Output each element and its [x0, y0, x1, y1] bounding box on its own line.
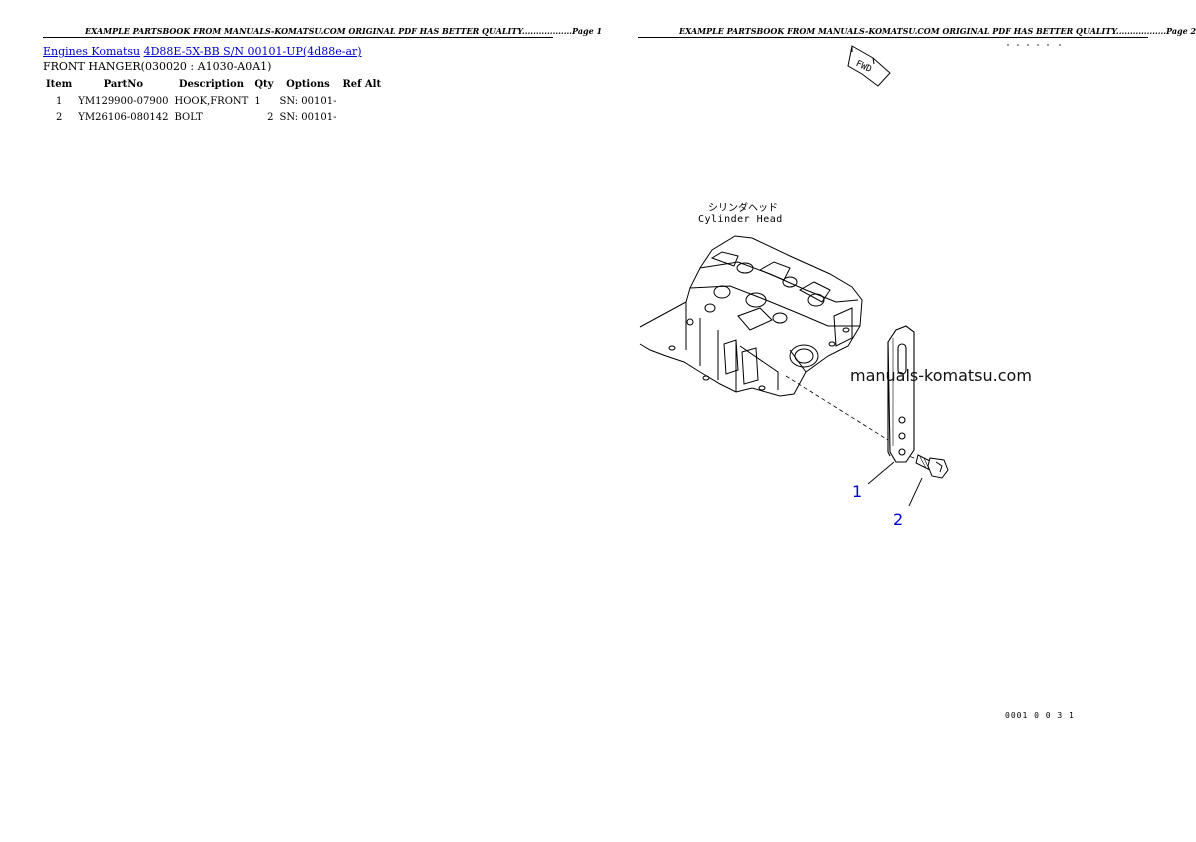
bolt-part — [915, 454, 949, 479]
col-options: Options — [286, 79, 330, 90]
watermark: manuals-komatsu.com — [850, 366, 1032, 385]
fwd-label: FWD — [854, 59, 873, 75]
drawing-code: 0001 0 0 3 1 — [1005, 711, 1075, 720]
page-1: EXAMPLE PARTSBOOK FROM MANUALS-KOMATSU.C… — [0, 0, 602, 842]
cell-options: SN: 00101- — [279, 111, 337, 123]
col-partno: PartNo — [103, 79, 144, 90]
table-header-row: Item PartNo Description Qty Options Ref … — [43, 76, 384, 93]
diagram-label-jp: シリンダヘッド — [708, 201, 778, 214]
cylinder-head-drawing — [639, 235, 863, 397]
breadcrumb-link-engines[interactable]: Engines Komatsu — [43, 45, 141, 58]
cell-item: 2 — [55, 111, 63, 123]
cell-partno: YM129900-07900 — [78, 95, 169, 107]
col-item: Item — [46, 79, 73, 90]
callout-1: 1 — [852, 482, 863, 501]
breadcrumb-link-model[interactable]: 4D88E-5X-BB S/N 00101-UP(4d88e-ar) — [143, 45, 362, 58]
header-rule — [638, 37, 1148, 38]
page-title: FRONT HANGER(030020 : A1030-A0A1) — [43, 60, 272, 73]
cell-description: BOLT — [174, 111, 203, 123]
col-description: Description — [178, 79, 244, 90]
col-ref-alt: Ref Alt — [342, 79, 382, 90]
cell-description: HOOK,FRONT — [174, 95, 249, 107]
callout-leader-2 — [908, 477, 923, 507]
page-header: EXAMPLE PARTSBOOK FROM MANUALS-KOMATSU.C… — [679, 26, 1196, 36]
table-row: 1 YM129900-07900 HOOK,FRONT 1 SN: 00101- — [43, 93, 384, 109]
cell-qty: 2 — [267, 111, 274, 123]
header-rule — [43, 37, 553, 38]
cell-partno: YM26106-080142 — [78, 111, 169, 123]
callout-2: 2 — [893, 510, 904, 529]
fwd-arrow-icon: FWD — [847, 45, 891, 87]
page-header: EXAMPLE PARTSBOOK FROM MANUALS-KOMATSU.C… — [85, 26, 603, 36]
cell-options: SN: 00101- — [279, 95, 337, 107]
cell-item: 1 — [55, 95, 63, 107]
parts-table: Item PartNo Description Qty Options Ref … — [43, 76, 384, 125]
leader-line — [785, 375, 889, 441]
scan-dots — [1007, 44, 1061, 46]
table-row: 2 YM26106-080142 BOLT 2 SN: 00101- — [43, 109, 384, 125]
col-qty: Qty — [254, 79, 274, 90]
callout-leader-1 — [867, 461, 895, 485]
cell-qty: 1 — [254, 95, 261, 107]
front-hanger-part — [887, 325, 915, 463]
diagram-label-en: Cylinder Head — [698, 214, 783, 225]
page-2: EXAMPLE PARTSBOOK FROM MANUALS-KOMATSU.C… — [595, 0, 1196, 842]
breadcrumb: Engines Komatsu 4D88E-5X-BB S/N 00101-UP… — [43, 45, 362, 58]
